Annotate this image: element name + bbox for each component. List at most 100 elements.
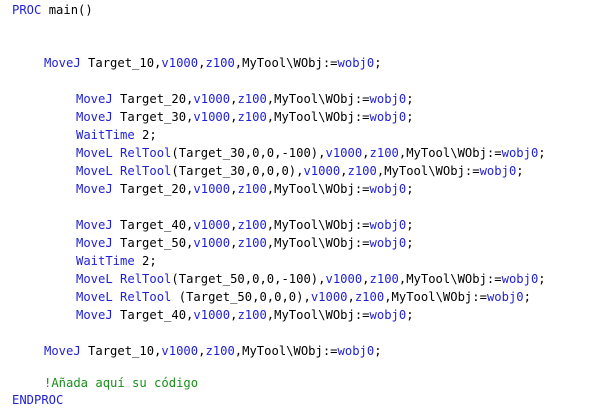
code-line-movej-target20-return: MoveJ Target_20,v1000,z100,MyTool\WObj:=… xyxy=(76,180,414,198)
instruction: MoveL xyxy=(76,164,113,178)
speed-arg: v1000 xyxy=(303,164,341,178)
wobj-arg: wobj0 xyxy=(501,272,539,286)
code-comment: !Añada aquí su código xyxy=(44,376,199,390)
zone-arg: z100 xyxy=(237,182,267,196)
wobj-arg: wobj0 xyxy=(337,56,375,70)
code-line-movel-reltool-30: MoveL RelTool(Target_30,0,0,0),v1000,z10… xyxy=(76,162,524,180)
code-line-movej-target10: MoveJ Target_10,v1000,z100,MyTool\WObj:=… xyxy=(44,54,382,72)
speed-arg: v1000 xyxy=(193,236,231,250)
wobj-arg: wobj0 xyxy=(479,164,517,178)
tool-arg: ,MyTool\WObj:= xyxy=(266,308,370,322)
code-line-movel-reltool-50-approach: MoveL RelTool(Target_50,0,0,-100),v1000,… xyxy=(76,270,546,288)
tool-arg: ,MyTool\WObj:= xyxy=(234,56,338,70)
tool-arg: ,MyTool\WObj:= xyxy=(398,146,502,160)
target-arg: Target_20, xyxy=(112,92,194,106)
separator: , xyxy=(347,290,355,304)
instruction: WaitTime xyxy=(76,254,135,268)
zone-arg: z100 xyxy=(205,344,235,358)
terminator: ; xyxy=(406,218,414,232)
instruction: WaitTime xyxy=(76,128,135,142)
separator: , xyxy=(340,164,348,178)
tool-arg: ,MyTool\WObj:= xyxy=(266,236,370,250)
tool-arg: ,MyTool\WObj:= xyxy=(266,92,370,106)
wait-arg: 2; xyxy=(134,128,157,142)
target-arg: Target_40, xyxy=(112,218,194,232)
wobj-arg: wobj0 xyxy=(369,110,407,124)
target-arg: Target_20, xyxy=(112,182,194,196)
tool-arg: ,MyTool\WObj:= xyxy=(376,164,480,178)
instruction: MoveL xyxy=(76,290,113,304)
separator: , xyxy=(362,146,370,160)
target-arg: (Target_50,0,0,0), xyxy=(171,290,311,304)
terminator: ; xyxy=(523,290,531,304)
tool-arg: ,MyTool\WObj:= xyxy=(266,218,370,232)
instruction: MoveJ xyxy=(76,110,113,124)
speed-arg: v1000 xyxy=(310,290,348,304)
instruction: MoveJ xyxy=(76,308,113,322)
zone-arg: z100 xyxy=(237,236,267,250)
target-arg: (Target_30,0,0,0), xyxy=(171,164,304,178)
instruction: MoveJ xyxy=(44,56,81,70)
code-line-movel-reltool-30-approach: MoveL RelTool(Target_30,0,0,-100),v1000,… xyxy=(76,144,546,162)
instruction: MoveJ xyxy=(76,182,113,196)
zone-arg: z100 xyxy=(354,290,385,304)
zone-arg: z100 xyxy=(237,110,267,124)
wobj-arg: wobj0 xyxy=(369,218,407,232)
terminator: ; xyxy=(538,146,546,160)
code-line-movej-target50: MoveJ Target_50,v1000,z100,MyTool\WObj:=… xyxy=(76,234,414,252)
proc-name: main() xyxy=(41,3,93,17)
terminator: ; xyxy=(406,182,414,196)
terminator: ; xyxy=(406,92,414,106)
speed-arg: v1000 xyxy=(161,56,199,70)
separator: , xyxy=(362,272,370,286)
speed-arg: v1000 xyxy=(193,218,231,232)
separator: , xyxy=(198,56,206,70)
endproc-line: ENDPROC xyxy=(12,393,64,407)
function-call: RelTool xyxy=(112,164,172,178)
target-arg: (Target_30,0,0,-100), xyxy=(171,146,326,160)
target-arg: Target_50, xyxy=(112,236,194,250)
instruction: MoveJ xyxy=(76,92,113,106)
zone-arg: z100 xyxy=(347,164,377,178)
zone-arg: z100 xyxy=(237,92,267,106)
speed-arg: v1000 xyxy=(325,272,363,286)
speed-arg: v1000 xyxy=(193,110,231,124)
code-line-movej-target20: MoveJ Target_20,v1000,z100,MyTool\WObj:=… xyxy=(76,90,414,108)
wait-arg: 2; xyxy=(134,254,157,268)
target-arg: (Target_50,0,0,-100), xyxy=(171,272,326,286)
wobj-arg: wobj0 xyxy=(369,236,407,250)
instruction: MoveJ xyxy=(76,218,113,232)
code-line-waittime-2: WaitTime 2; xyxy=(76,252,157,270)
speed-arg: v1000 xyxy=(193,92,231,106)
zone-arg: z100 xyxy=(369,272,399,286)
terminator: ; xyxy=(406,110,414,124)
terminator: ; xyxy=(374,56,382,70)
proc-line: PROC main() xyxy=(12,1,93,19)
zone-arg: z100 xyxy=(237,218,267,232)
target-arg: Target_10, xyxy=(80,56,162,70)
zone-arg: z100 xyxy=(369,146,399,160)
speed-arg: v1000 xyxy=(161,344,199,358)
tool-arg: ,MyTool\WObj:= xyxy=(384,290,487,304)
function-call: RelTool xyxy=(112,146,172,160)
code-line-waittime-1: WaitTime 2; xyxy=(76,126,157,144)
instruction: MoveJ xyxy=(76,236,113,250)
tool-arg: ,MyTool\WObj:= xyxy=(266,182,370,196)
target-arg: Target_30, xyxy=(112,110,194,124)
proc-keyword: PROC xyxy=(12,3,42,17)
instruction: MoveL xyxy=(76,146,113,160)
tool-arg: ,MyTool\WObj:= xyxy=(398,272,502,286)
separator: , xyxy=(198,344,206,358)
terminator: ; xyxy=(516,164,524,178)
code-line-movej-target40-return: MoveJ Target_40,v1000,z100,MyTool\WObj:=… xyxy=(76,306,414,324)
code-line-movej-target40: MoveJ Target_40,v1000,z100,MyTool\WObj:=… xyxy=(76,216,414,234)
tool-arg: ,MyTool\WObj:= xyxy=(266,110,370,124)
function-call: RelTool xyxy=(112,272,172,286)
separator: , xyxy=(230,92,238,106)
zone-arg: z100 xyxy=(237,308,267,322)
terminator: ; xyxy=(406,308,414,322)
separator: , xyxy=(230,218,238,232)
separator: , xyxy=(230,110,238,124)
terminator: ; xyxy=(538,272,546,286)
